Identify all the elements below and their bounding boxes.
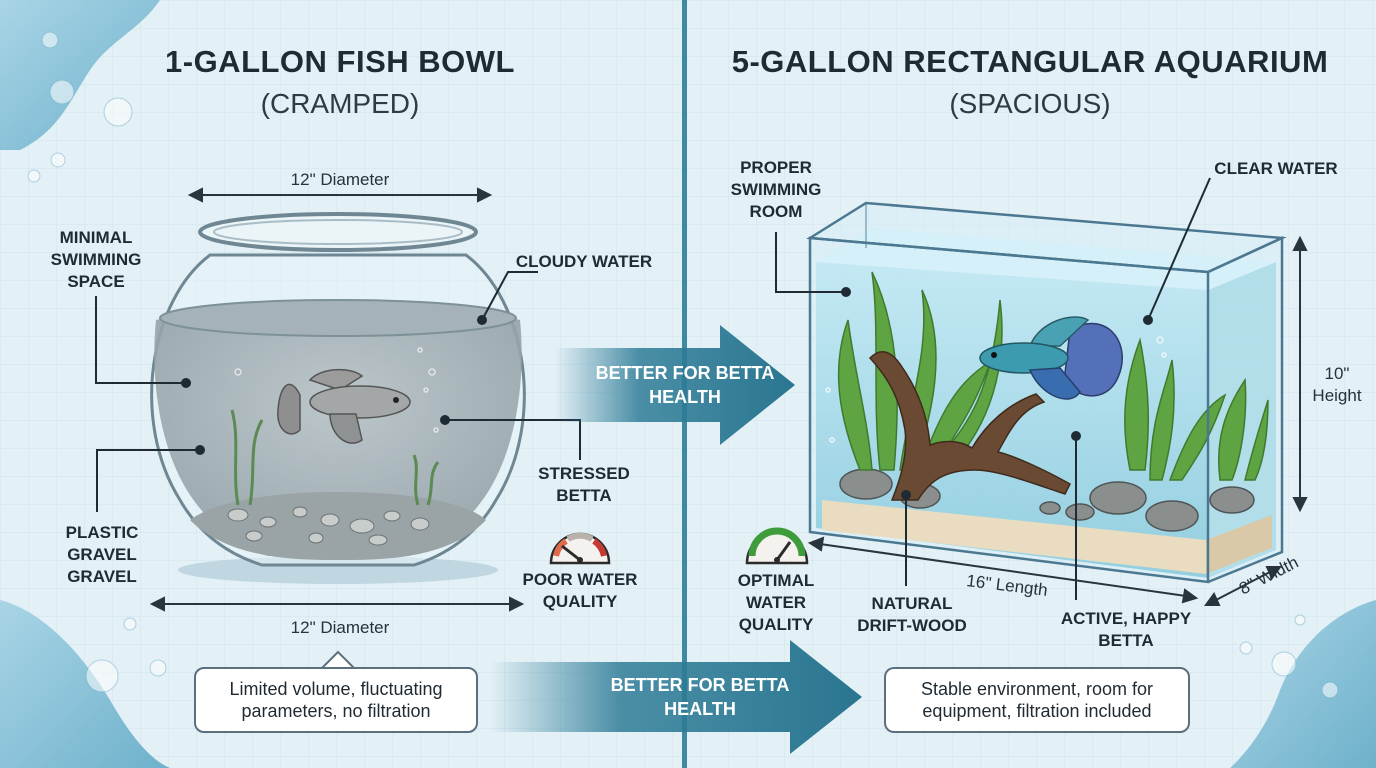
bowl-top-diameter: 12" Diameter <box>290 170 390 189</box>
bowl-title: 1-GALLON FISH BOWL <box>165 44 515 79</box>
label-cloudy-water: CLOUDY WATER <box>515 252 653 271</box>
poor-quality-gauge-icon <box>549 532 611 565</box>
fish-bowl <box>150 212 526 584</box>
bowl-dimension-arrows <box>149 187 525 612</box>
tank-height-dimension: 10" Height <box>1312 364 1362 405</box>
bowl-summary-note: Limited volume, fluctuating parameters, … <box>194 667 478 733</box>
right-callout-lines <box>775 177 1211 600</box>
aquarium-summary-note: Stable environment, room for equipment, … <box>884 667 1190 733</box>
happy-betta-fish <box>979 316 1123 400</box>
aquarium-tank <box>806 201 1287 584</box>
label-stressed-betta: STRESSED BETTA <box>538 464 630 505</box>
aquarium-title: 5-GALLON RECTANGULAR AQUARIUM <box>731 44 1329 79</box>
aquarium-subtitle: (SPACIOUS) <box>949 88 1111 119</box>
label-clear-water: CLEAR WATER <box>1214 159 1338 178</box>
driftwood <box>868 351 1071 501</box>
aquarium-summary-text: Stable environment, room for equipment, … <box>920 679 1154 721</box>
better-health-text-bottom: BETTER FOR BETTA HEALTH <box>610 675 790 719</box>
label-plastic-gravel: PLASTIC GRAVEL GRAVEL <box>65 523 139 586</box>
bowl-summary-text: Limited volume, fluctuating parameters, … <box>229 679 443 721</box>
label-proper-swimming-room: PROPER SWIMMING ROOM <box>730 158 822 221</box>
bowl-subtitle: (CRAMPED) <box>260 88 420 119</box>
better-health-text-top: BETTER FOR BETTA HEALTH <box>595 363 775 407</box>
better-health-arrow-top <box>555 325 795 445</box>
label-optimal-water-quality: OPTIMAL WATER QUALITY <box>737 571 815 634</box>
label-poor-water-quality: POOR WATER QUALITY <box>522 570 638 611</box>
better-health-arrow-bottom <box>490 640 862 754</box>
tank-dimension-arrows <box>807 235 1308 606</box>
optimal-quality-gauge-icon <box>745 527 809 565</box>
label-active-happy-betta: ACTIVE, HAPPY BETTA <box>1060 609 1192 650</box>
label-minimal-swimming-space: MINIMAL SWIMMING SPACE <box>50 228 142 291</box>
stressed-betta-fish <box>277 368 411 444</box>
bowl-bottom-diameter: 12" Diameter <box>290 618 390 637</box>
label-natural-driftwood: NATURAL DRIFT-WOOD <box>857 594 967 635</box>
